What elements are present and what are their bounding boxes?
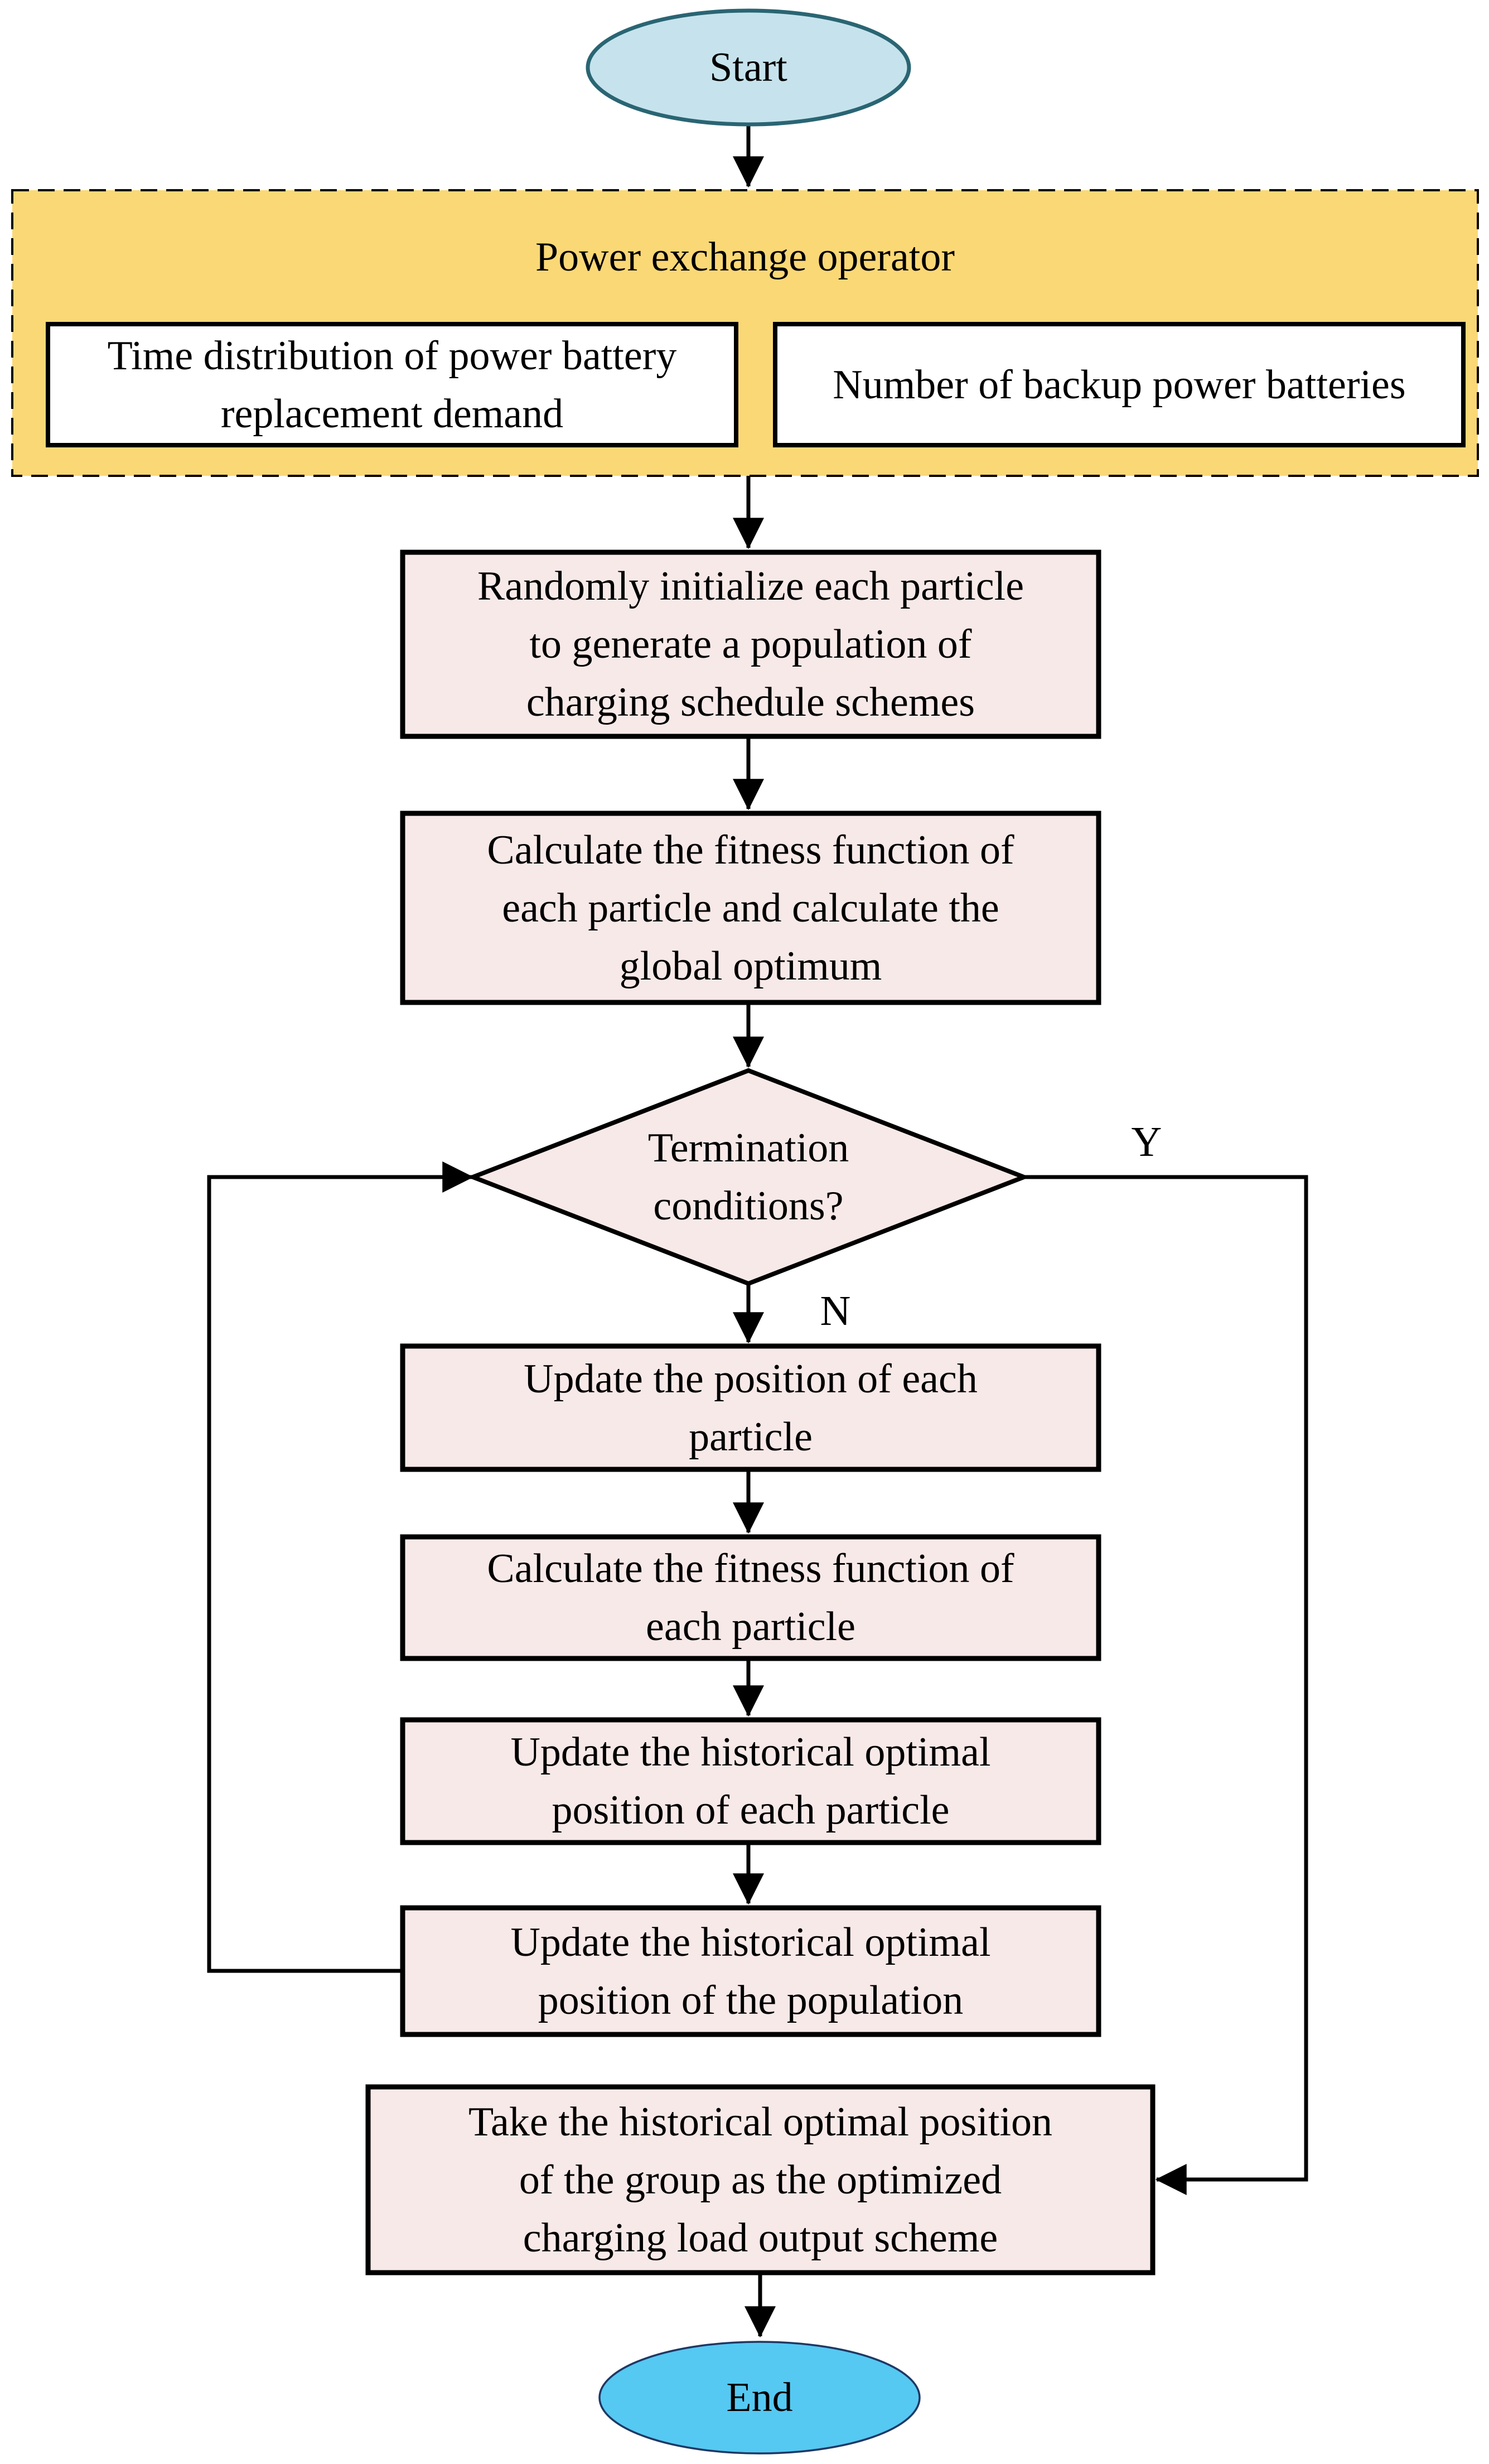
update-particle-best-label: Update the historical optimal position o…: [510, 1729, 991, 1833]
fitness-global-optimum-label: Calculate the fitness function of each p…: [487, 827, 1014, 989]
end-terminator: [598, 2341, 921, 2455]
process-box-update-population-best: [400, 1905, 1101, 2037]
process-box-fitness-global-optimum: [400, 811, 1101, 1005]
panel-title: Power exchange operator: [535, 234, 955, 280]
decision-no-label: N: [820, 1288, 851, 1334]
process-box-update-position: [400, 1343, 1101, 1472]
process-box-fitness-each-particle: [400, 1534, 1101, 1661]
decision-termination-label: Termination conditions?: [647, 1125, 849, 1229]
decision-yes-label: Y: [1131, 1118, 1162, 1165]
process-box-update-particle-best: [400, 1717, 1101, 1845]
process-box-take-optimal-output: [365, 2084, 1156, 2275]
input-box-backup-batteries: [773, 322, 1466, 447]
input-time-distribution-label: Time distribution of power battery repla…: [107, 332, 677, 437]
process-box-initialize-particles: [400, 549, 1101, 739]
arrow-loop-back-to-decision: [207, 1161, 474, 1973]
end-label: End: [726, 2375, 793, 2420]
update-position-label: Update the position of each particle: [524, 1356, 978, 1460]
start-terminator: [586, 8, 911, 127]
fitness-each-particle-label: Calculate the fitness function of each p…: [487, 1546, 1014, 1650]
decision-diamond-termination: [466, 1068, 1031, 1286]
update-population-best-label: Update the historical optimal position o…: [510, 1919, 991, 2023]
input-box-time-distribution: [46, 322, 738, 447]
input-backup-batteries-label: Number of backup power batteries: [833, 361, 1406, 408]
arrow-decision-yes-branch: [1024, 1175, 1308, 2195]
initialize-particles-label: Randomly initialize each particle to gen…: [477, 563, 1024, 725]
start-label: Start: [709, 45, 787, 90]
take-optimal-output-label: Take the historical optimal position of …: [468, 2099, 1053, 2261]
